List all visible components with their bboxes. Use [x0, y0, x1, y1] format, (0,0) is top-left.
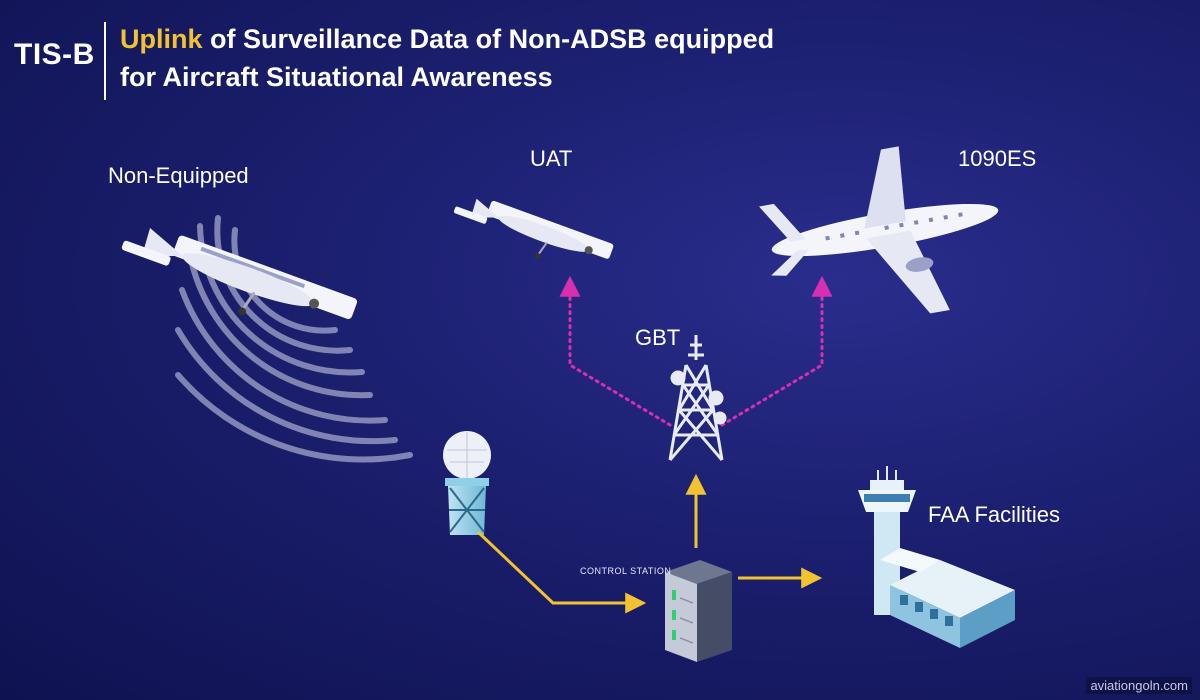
1090es-label: 1090ES	[958, 146, 1037, 171]
control-station-label: CONTROL STATION	[580, 566, 672, 576]
uat-aircraft	[453, 198, 614, 260]
faa-facilities-label: FAA Facilities	[928, 502, 1061, 527]
page-title: Uplink of Surveillance Data of Non-ADSB …	[120, 20, 774, 96]
uat-label: UAT	[530, 146, 573, 171]
gbt-tower-icon	[668, 335, 727, 461]
control-station-server-icon	[665, 560, 732, 662]
non-equipped-aircraft	[121, 227, 358, 320]
title-line-2: for Aircraft Situational Awareness	[120, 62, 553, 92]
data-flow-arrows	[476, 473, 823, 614]
faa-facilities-icon	[858, 466, 1015, 648]
title-line-1: Uplink of Surveillance Data of Non-ADSB …	[120, 20, 774, 58]
title-abbreviation: TIS-B	[14, 38, 95, 71]
source-credit: aviationgoln.com	[1086, 677, 1192, 694]
gbt-label: GBT	[635, 325, 681, 350]
title-accent-word: Uplink	[120, 24, 203, 54]
title-divider	[104, 22, 106, 100]
radar-waves	[175, 215, 413, 463]
title-line-1-rest: of Surveillance Data of Non-ADSB equippe…	[202, 24, 775, 54]
non-equipped-label: Non-Equipped	[108, 163, 249, 188]
1090es-aircraft	[759, 146, 999, 314]
radar-station-icon	[443, 431, 491, 535]
